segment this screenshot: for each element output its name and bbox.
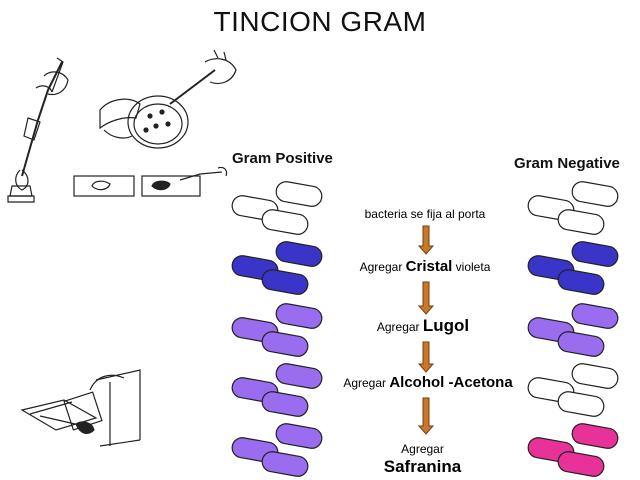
bacterium-negative-row2-2 <box>571 241 619 267</box>
bacterium-positive-row3-3 <box>261 331 309 357</box>
bacterium-negative-row4-3 <box>557 391 605 417</box>
bacterium-positive-row3-2 <box>275 303 323 329</box>
step-fix-text: bacteria se fija al porta <box>364 207 486 221</box>
arrow-down-4 <box>417 397 435 435</box>
bacterium-negative-row3-2 <box>571 303 619 329</box>
bacterium-negative-row5-3 <box>557 451 605 477</box>
step-safranin-label: Agregar Safranina <box>355 440 490 476</box>
arrow-down-1 <box>417 225 435 255</box>
bacteria-rows <box>231 181 619 477</box>
bacterium-positive-row4-2 <box>275 363 323 389</box>
step-safranin-strong: Safranina <box>383 457 462 476</box>
glass-slide-with-smear-icon <box>73 166 228 197</box>
step-safranin-prefix: Agregar <box>401 442 444 456</box>
gram-negative-heading: Gram Negative <box>514 155 620 172</box>
page-title: TINCION GRAM <box>213 6 427 37</box>
step-crystal-suffix: violeta <box>452 260 491 274</box>
bacterium-positive-row4-3 <box>261 391 309 417</box>
bacterium-positive-row5-3 <box>261 451 309 477</box>
arrow-down-3 <box>417 341 435 373</box>
gram-positive-heading: Gram Positive <box>232 150 333 167</box>
slide-held-with-clothespin-icon <box>20 369 141 447</box>
petri-dish-with-loop-icon <box>99 49 237 149</box>
bacterium-negative-row1-2 <box>571 181 619 207</box>
bacterium-negative-row1-3 <box>557 209 605 235</box>
step-alcohol-prefix: Agregar <box>343 376 390 390</box>
step-alcohol-strong: Alcohol -Acetona <box>389 374 513 391</box>
step-lugol-strong: Lugol <box>422 316 470 335</box>
bacterium-negative-row2-3 <box>557 269 605 295</box>
arrow-down-2 <box>417 281 435 315</box>
bacterium-negative-row3-3 <box>557 331 605 357</box>
step-crystal-label: Agregar Cristal violeta <box>330 258 520 276</box>
step-fix-label: bacteria se fija al porta <box>330 205 520 223</box>
bacterium-positive-row1-2 <box>275 181 323 207</box>
step-lugol-label: Agregar Lugol <box>348 316 498 336</box>
bacterium-positive-row2-2 <box>275 241 323 267</box>
step-arrows <box>417 225 435 435</box>
illustrations <box>7 49 237 447</box>
step-crystal-prefix: Agregar <box>359 260 406 274</box>
step-lugol-prefix: Agregar <box>376 320 423 334</box>
bacterium-positive-row2-3 <box>261 269 309 295</box>
bacterium-positive-row5-2 <box>275 423 323 449</box>
step-alcohol-label: Agregar Alcohol -Acetona <box>328 374 528 392</box>
bacterium-negative-row4-2 <box>571 363 619 389</box>
step-crystal-strong: Cristal <box>405 258 453 275</box>
bacterium-negative-row5-2 <box>571 423 619 449</box>
inoculating-loop-in-flame-icon <box>7 57 69 203</box>
bacterium-positive-row1-3 <box>261 209 309 235</box>
